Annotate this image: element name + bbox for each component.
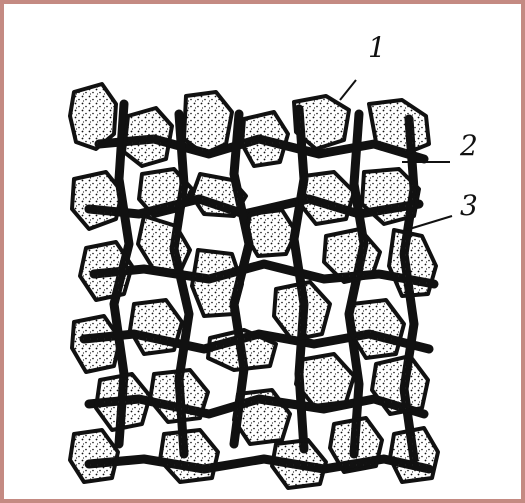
label-1: 1 (368, 34, 386, 62)
soil-structure-diagram (4, 4, 521, 499)
label-3: 3 (460, 192, 478, 220)
label-2: 2 (460, 132, 478, 160)
grain-group (70, 84, 438, 488)
